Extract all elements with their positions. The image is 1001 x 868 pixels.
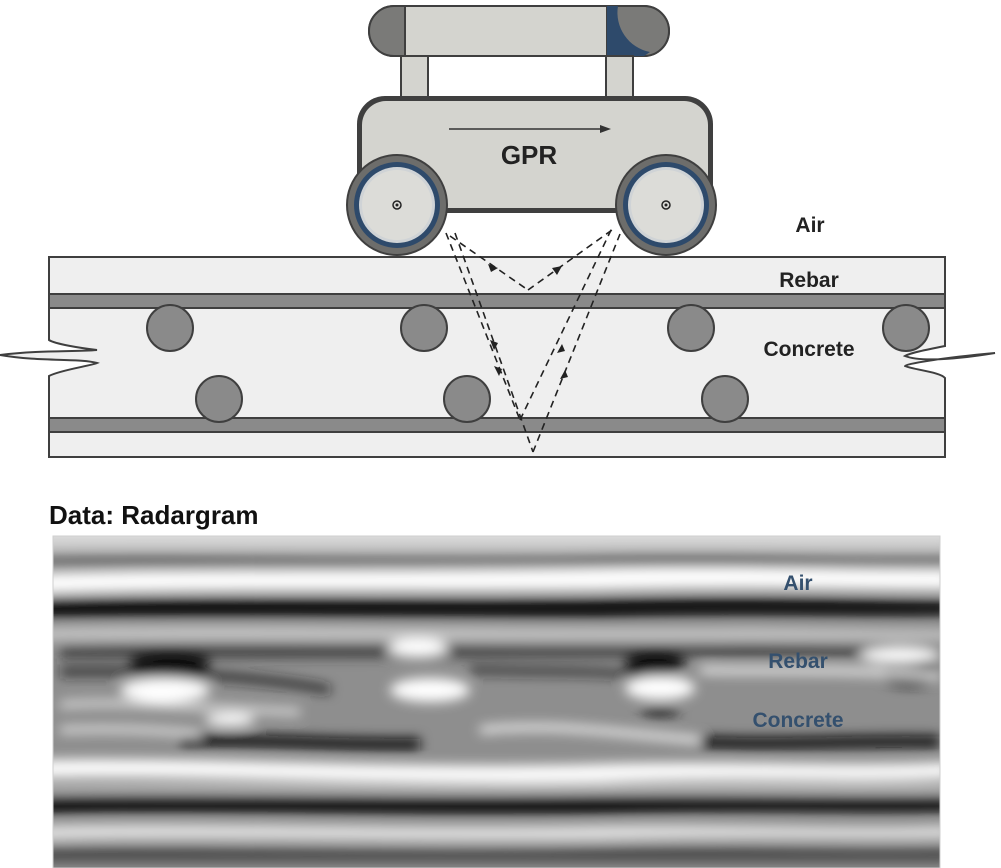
rebar-circle [400,304,448,352]
radargram-image [53,536,940,868]
label-rebar: Rebar [779,269,839,292]
label-concrete: Concrete [763,338,854,361]
gpr-device: GPR [346,5,717,256]
radargram-label-concrete: Concrete [752,709,843,732]
radargram-label-air: Air [783,572,812,595]
wheel-left [346,154,448,256]
concrete-slab [0,256,996,458]
radargram-title: Data: Radargram [49,500,259,530]
rebar-strip-bottom [48,417,946,433]
handle-left-cap [368,5,406,57]
radargram-label-rebar: Rebar [768,650,828,673]
rebar-circle [443,375,491,423]
rebar-circle [701,375,749,423]
rebar-circle [667,304,715,352]
label-air: Air [795,214,824,237]
signal-paths [445,227,621,453]
signal-arrowheads [488,264,568,379]
handle-post-right [605,55,634,99]
device-label: GPR [501,140,558,170]
rebar-strip-top [48,293,946,309]
rebar-circle [146,304,194,352]
handle-right-cap-accent [607,6,650,56]
wheel-right [615,154,717,256]
rebar-circle [195,375,243,423]
handle-post-left [400,55,429,99]
rebar-circle [882,304,930,352]
radargram-frame [52,535,941,868]
